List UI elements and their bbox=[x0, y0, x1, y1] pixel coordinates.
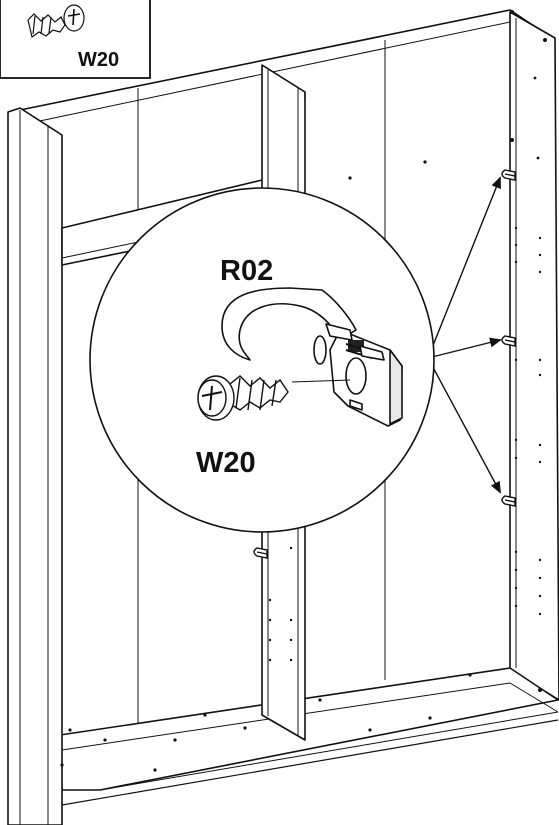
arrow-to-middle-bracket bbox=[427, 337, 502, 359]
detail-magnifier: R02 W20 bbox=[89, 187, 435, 533]
screw-w20-small-icon bbox=[27, 4, 85, 39]
bracket-r02-icon bbox=[221, 287, 403, 427]
bottom-panel bbox=[59, 667, 559, 791]
arrow-to-bottom-bracket bbox=[427, 357, 501, 494]
parts-box: W20 bbox=[0, 0, 151, 79]
bracket-label: R02 bbox=[220, 255, 273, 287]
left-side-panel bbox=[7, 107, 63, 825]
mounted-bracket-bottom bbox=[501, 495, 516, 507]
parts-box-label: W20 bbox=[78, 49, 119, 71]
screw-w20-icon bbox=[197, 375, 289, 421]
right-side-panel bbox=[509, 11, 559, 701]
drill-holes bbox=[60, 10, 547, 772]
arrow-to-top-bracket bbox=[427, 176, 501, 359]
screw-label: W20 bbox=[196, 447, 256, 479]
mounted-bracket-middle bbox=[501, 335, 516, 347]
mounted-bracket-top bbox=[501, 169, 516, 181]
mounted-bracket-partition bbox=[253, 547, 268, 559]
callout-arrows bbox=[427, 176, 502, 494]
